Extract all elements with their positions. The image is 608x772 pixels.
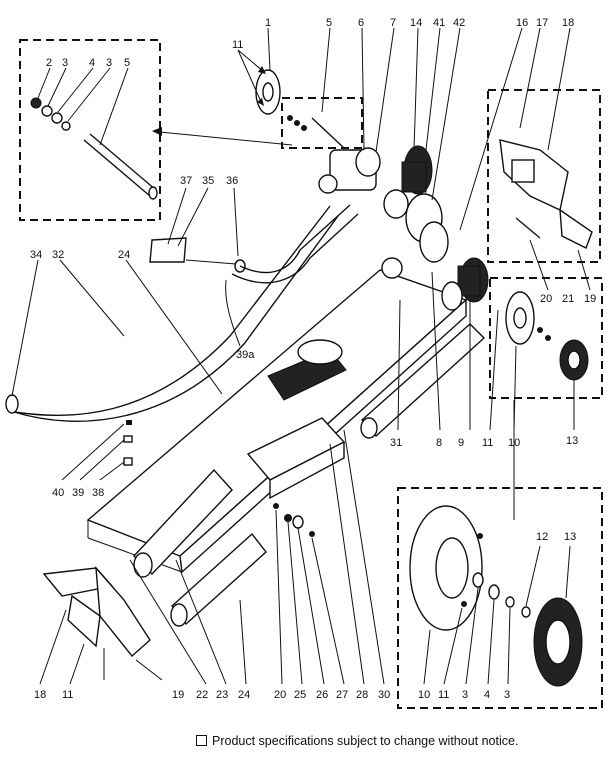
checkbox-square-icon — [196, 735, 207, 746]
callout-label: 41 — [433, 17, 445, 29]
callout-label: 3 — [462, 689, 468, 701]
callout-label: 28 — [356, 689, 368, 701]
callout-labels: 11 1 5 6 7 14 41 42 16 17 18 2 3 4 3 5 3… — [30, 17, 596, 701]
callout-label: 9 — [458, 437, 464, 449]
callout-label: 36 — [226, 175, 238, 187]
callout-label: 20 — [540, 293, 552, 305]
callout-label: 40 — [52, 487, 64, 499]
callout-label: 18 — [562, 17, 574, 29]
callout-label: 19 — [172, 689, 184, 701]
callout-label: 4 — [484, 689, 490, 701]
front-stand-parts — [39, 559, 247, 685]
callout-label: 10 — [418, 689, 430, 701]
callout-label: 16 — [516, 17, 528, 29]
callout-label: 19 — [584, 293, 596, 305]
callout-label: 31 — [390, 437, 402, 449]
small-hardware-left — [61, 420, 133, 481]
callout-label: 4 — [89, 57, 95, 69]
callout-label: 1 — [265, 17, 271, 29]
rear-stand-parts — [499, 27, 593, 291]
callout-label: 8 — [436, 437, 442, 449]
detail-box-pin-assembly — [281, 97, 363, 149]
callout-label: 3 — [106, 57, 112, 69]
callout-label: 10 — [508, 437, 520, 449]
callout-label: 5 — [326, 17, 332, 29]
handle-and-seat-parts — [5, 187, 359, 422]
callout-label: 11 — [232, 39, 243, 51]
detail-box-axle-inset — [19, 39, 161, 221]
arrow-inset-to-pin — [152, 127, 293, 146]
callout-label: 12 — [536, 531, 548, 543]
callout-label: 39a — [236, 349, 255, 361]
callout-label: 24 — [238, 689, 250, 701]
callout-label: 17 — [536, 17, 548, 29]
callout-label: 11 — [62, 689, 73, 701]
callout-label: 30 — [378, 689, 390, 701]
wheel-exploded-parts — [409, 505, 583, 687]
axle-inset-parts — [30, 67, 158, 200]
callout-label: 37 — [180, 175, 192, 187]
callout-label: 2 — [46, 57, 52, 69]
footer-note: Product specifications subject to change… — [196, 734, 518, 748]
callout-label: 6 — [358, 17, 364, 29]
callout-label: 13 — [566, 435, 578, 447]
callout-label: 14 — [410, 17, 422, 29]
callout-label: 22 — [196, 689, 208, 701]
callout-label: 42 — [453, 17, 465, 29]
callout-label: 34 — [30, 249, 42, 261]
callout-label: 25 — [294, 689, 306, 701]
callout-label: 26 — [316, 689, 328, 701]
callout-label: 23 — [216, 689, 228, 701]
carriage — [246, 417, 385, 685]
detail-box-wheel-exploded — [397, 487, 603, 709]
callout-label: 38 — [92, 487, 104, 499]
detail-box-wheel-hub — [489, 277, 603, 399]
rollers — [133, 323, 486, 627]
top-assembly-parts — [237, 27, 523, 263]
detail-box-rear-stand — [487, 89, 601, 263]
callout-label: 18 — [34, 689, 46, 701]
callout-label: 27 — [336, 689, 348, 701]
wheel-hub-parts — [397, 271, 589, 520]
callout-label: 32 — [52, 249, 64, 261]
callout-label: 35 — [202, 175, 214, 187]
callout-label: 7 — [390, 17, 396, 29]
callout-label: 3 — [504, 689, 510, 701]
callout-label: 11 — [438, 689, 449, 701]
callout-label: 13 — [564, 531, 576, 543]
footer-note-text: Product specifications subject to change… — [212, 734, 519, 748]
callout-label: 5 — [124, 57, 130, 69]
callout-label: 21 — [562, 293, 574, 305]
callout-label: 3 — [62, 57, 68, 69]
callout-label: 39 — [72, 487, 84, 499]
callout-label: 24 — [118, 249, 130, 261]
callout-label: 11 — [482, 437, 493, 449]
callout-label: 20 — [274, 689, 286, 701]
